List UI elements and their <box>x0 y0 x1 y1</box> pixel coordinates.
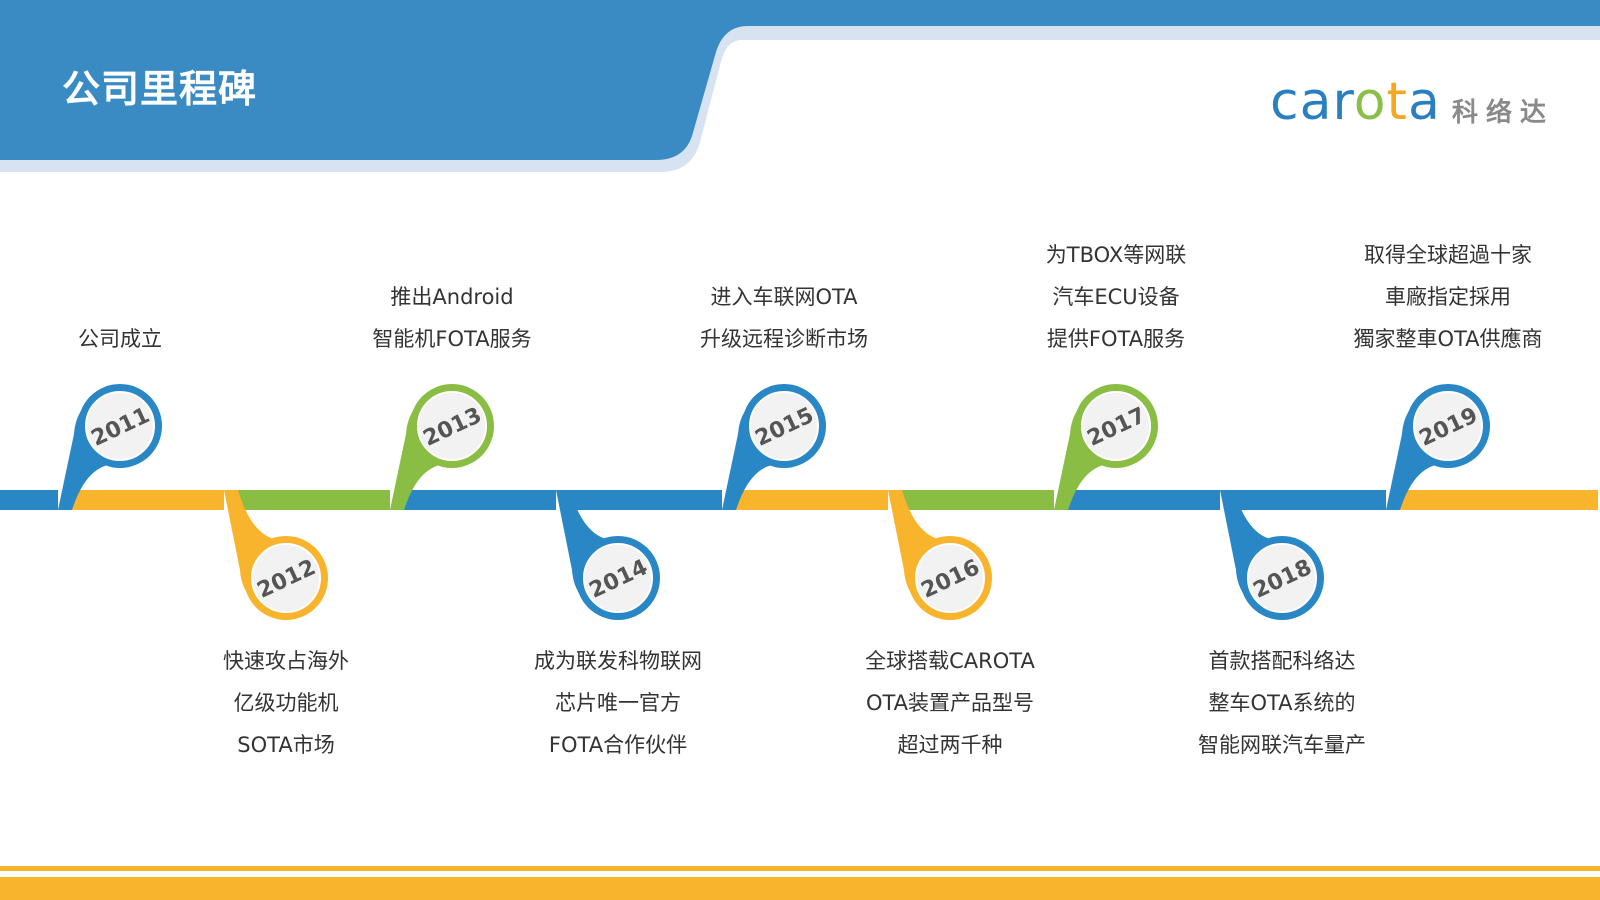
timeline-segment <box>730 490 888 510</box>
milestone-description-line: 整车OTA系统的 <box>1208 691 1356 715</box>
milestone-description-line: 亿级功能机 <box>233 691 339 715</box>
milestone-pin-face <box>85 391 155 461</box>
milestone-description-line: 智能网联汽车量产 <box>1198 733 1366 757</box>
footer-thick-stripe <box>0 877 1600 900</box>
milestone-description-line: 首款搭配科络达 <box>1208 649 1356 673</box>
milestone-description-line: OTA装置产品型号 <box>865 691 1035 715</box>
header-band <box>0 0 1600 160</box>
milestone-pin-face <box>583 543 653 613</box>
timeline-segment <box>66 490 224 510</box>
logo-letter: t <box>1386 72 1408 132</box>
logo-name-cn: 科络达 <box>1452 98 1555 128</box>
milestone-description: 取得全球超過十家車廠指定採用獨家整車OTA供應商 <box>1328 234 1568 360</box>
milestone-description-line: FOTA合作伙伴 <box>548 733 688 757</box>
milestone-description-line: 进入车联网OTA <box>710 285 858 309</box>
timeline-segment <box>0 490 58 510</box>
milestone-pin-face <box>417 391 487 461</box>
milestone-description-line: 超过两千种 <box>897 733 1003 757</box>
milestone-description: 成为联发科物联网芯片唯一官方 FOTA合作伙伴 <box>498 640 738 766</box>
milestone-pin-face <box>1081 391 1151 461</box>
milestone-description: 为TBOX等网联汽车ECU设备提供FOTA服务 <box>996 234 1236 360</box>
milestone-description-line: 快速攻占海外 <box>223 649 349 673</box>
milestone-description-line: 車廠指定採用 <box>1385 285 1511 309</box>
milestone-description-line: 升级远程诊断市场 <box>700 327 868 351</box>
milestone-description: 快速攻占海外亿级功能机 SOTA市场 <box>166 640 406 766</box>
milestone-description-line: 推出Android <box>390 285 514 309</box>
milestone-pin-face <box>749 391 819 461</box>
milestone-description-line: 成为联发科物联网 <box>534 649 702 673</box>
logo-letter: c <box>1270 72 1300 132</box>
timeline-segment <box>1394 490 1598 510</box>
timeline-segment <box>896 490 1054 510</box>
milestone-description-line: 公司成立 <box>78 327 162 351</box>
timeline-segment <box>398 490 556 510</box>
timeline-segment <box>564 490 722 510</box>
milestone-description-line: 全球搭载CAROTA <box>865 649 1035 673</box>
footer-thin-stripe <box>0 866 1600 871</box>
milestone-description-line: SOTA市场 <box>237 733 335 757</box>
milestone-description-line: 芯片唯一官方 <box>555 691 681 715</box>
milestone-description: 推出Android 智能机FOTA服务 <box>332 276 572 360</box>
milestone-pin-face <box>1413 391 1483 461</box>
milestone-description: 进入车联网OTA 升级远程诊断市场 <box>664 276 904 360</box>
milestone-description: 首款搭配科络达整车OTA系统的智能网联汽车量产 <box>1162 640 1402 766</box>
milestone-description-line: 为TBOX等网联 <box>1045 243 1187 267</box>
milestone-description-line: 智能机FOTA服务 <box>372 327 532 351</box>
milestone-description-line: 提供FOTA服务 <box>1046 327 1186 351</box>
milestone-description: 全球搭载CAROTA OTA装置产品型号超过两千种 <box>830 640 1070 766</box>
logo-letter: a <box>1407 72 1441 132</box>
milestone-description-line: 汽车ECU设备 <box>1052 285 1180 309</box>
milestone-pin-face <box>1247 543 1317 613</box>
logo-letter: o <box>1353 72 1387 132</box>
milestone-pin-face <box>915 543 985 613</box>
page-title: 公司里程碑 <box>62 67 258 111</box>
milestone-description: 公司成立 <box>0 318 240 360</box>
logo-letter: r <box>1332 72 1354 132</box>
milestone-pin-face <box>251 543 321 613</box>
logo-letter: a <box>1299 72 1333 132</box>
carota-logo: carota <box>1270 76 1441 128</box>
milestone-description-line: 取得全球超過十家 <box>1364 243 1532 267</box>
timeline-segment <box>1228 490 1386 510</box>
timeline-segment <box>1062 490 1220 510</box>
timeline-segment <box>232 490 390 510</box>
milestone-description-line: 獨家整車OTA供應商 <box>1353 327 1543 351</box>
